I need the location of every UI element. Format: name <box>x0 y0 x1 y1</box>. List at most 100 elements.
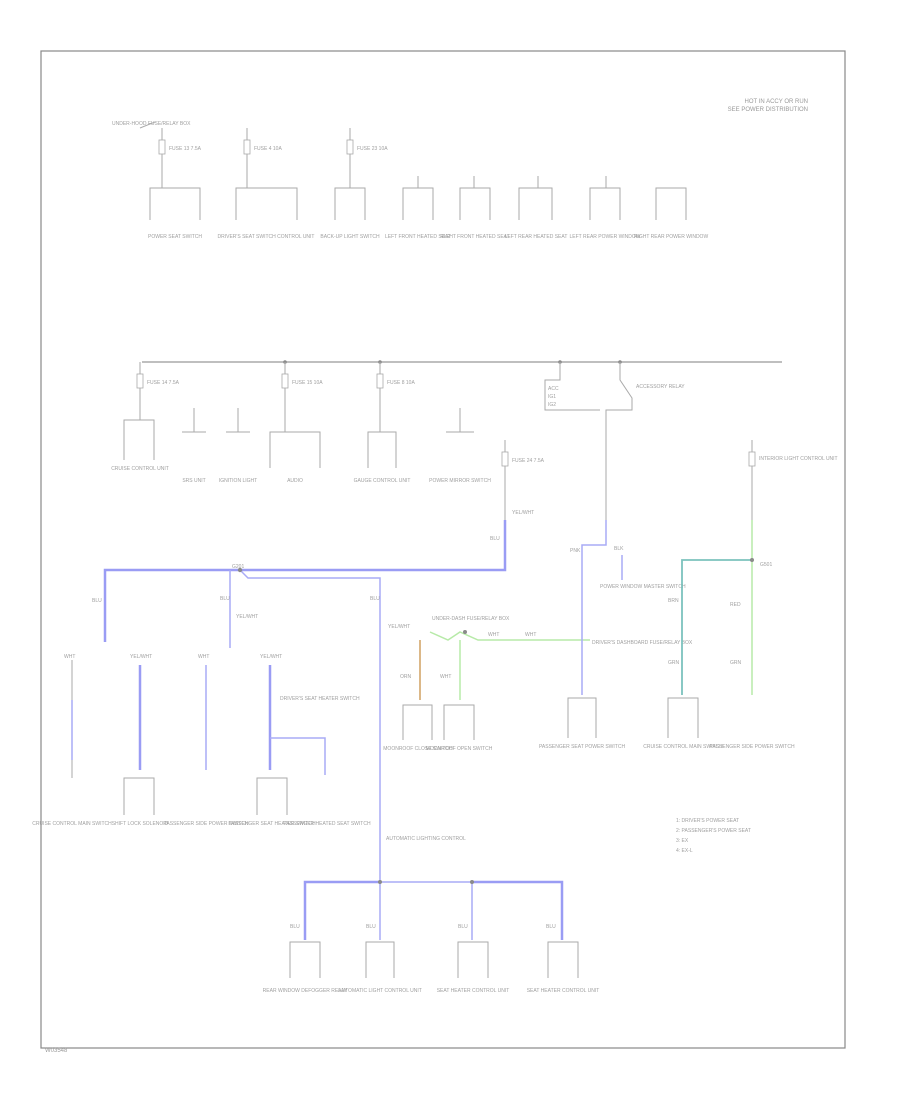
right-comp-box <box>567 697 597 738</box>
bottom-comp-box <box>365 941 395 978</box>
wire-label: YEL/WHT <box>130 654 152 660</box>
top-component-box <box>402 187 434 220</box>
top-fuse-3: FUSE 23 10A <box>357 146 388 152</box>
top-component-box <box>655 187 687 220</box>
lower-comp-label: SHIFT LOCK SOLENOID <box>112 821 169 827</box>
wire-label: BLK <box>614 546 624 552</box>
right-comp-label: PASSENGER SEAT POWER SWITCH <box>539 744 626 750</box>
relay-term-3: IG2 <box>548 402 556 408</box>
top-component-box <box>459 187 491 220</box>
wire-label: ORN <box>400 674 412 680</box>
wire-label: BLU <box>458 924 468 930</box>
lower-comp-label: PASSENGER SEAT HEATER SWITCH <box>228 821 316 827</box>
fuse-icon <box>136 373 144 389</box>
junction-box-right <box>443 704 475 740</box>
lower-comp-note: DRIVER'S SEAT HEATER SWITCH <box>280 696 360 702</box>
right-comp-label: CRUISE CONTROL MAIN SWITCH <box>643 744 723 750</box>
wire-label: WHT <box>440 674 451 680</box>
wire-label: BLU <box>92 598 102 604</box>
top-fuse-1: FUSE 13 7.5A <box>169 146 202 152</box>
note-2: 2: PASSENGER'S POWER SEAT <box>676 828 751 834</box>
top-fuse-2: FUSE 4 10A <box>254 146 282 152</box>
wire-label: WHT <box>488 632 499 638</box>
relay-term-2: IG1 <box>548 394 556 400</box>
wire-label: BLU <box>366 924 376 930</box>
bottom-comp-box <box>289 941 321 978</box>
mid-component-box <box>269 431 321 468</box>
junction-comp: MOONROOF CLOSE SWITCH <box>383 746 453 752</box>
green-wire <box>429 631 590 641</box>
wire-label: BLU <box>220 596 230 602</box>
right-comp-label: PASSENGER SIDE POWER SWITCH <box>709 744 795 750</box>
top-component-box <box>518 187 553 220</box>
top-comp-5: RIGHT FRONT HEATED SEAT <box>440 234 509 240</box>
mid-component-box <box>367 431 397 468</box>
blue-bottom-mid <box>380 881 473 940</box>
mid-fuse-4: FUSE 24 7.5A <box>512 458 545 464</box>
top-component-box <box>589 187 621 220</box>
fuse-icon <box>501 451 509 467</box>
bottom-comp-box <box>547 941 579 978</box>
top-comp-4: LEFT FRONT HEATED SEAT <box>385 234 451 240</box>
fuse-icon <box>748 451 756 467</box>
header-title-2: SEE POWER DISTRIBUTION <box>728 107 808 113</box>
top-component-box <box>235 187 298 220</box>
bottom-mid-label: AUTOMATIC LIGHTING CONTROL <box>386 836 466 842</box>
blue-bottom-right <box>472 880 564 940</box>
junction-area: UNDER-DASH FUSE/RELAY BOX WHT WHT ORN WH… <box>383 616 590 752</box>
blue-main-bus <box>103 520 507 642</box>
top-row: UNDER-HOOD FUSE/RELAY BOX FUSE 13 7.5A F… <box>112 121 708 240</box>
figure-id: W03548 <box>45 1048 68 1054</box>
top-comp-3: BACK-UP LIGHT SWITCH <box>320 234 380 240</box>
mid-component-box <box>123 419 155 460</box>
lower-comp-label: PASSENGER HEATED SEAT SWITCH <box>283 821 371 827</box>
wire-label: YEL/WHT <box>260 654 282 660</box>
junction-comp: MOONROOF OPEN SWITCH <box>426 746 493 752</box>
right-fuse-label: INTERIOR LIGHT CONTROL UNIT <box>759 456 838 462</box>
pw-label: POWER WINDOW MASTER SWITCH <box>600 584 686 590</box>
note-3: 3: EX <box>676 838 689 844</box>
wire-label: YEL/WHT <box>236 614 258 620</box>
wire-label: BLU <box>370 596 380 602</box>
fuse-icon <box>346 139 354 155</box>
top-component-box <box>149 187 201 220</box>
wire-label: WHT <box>525 632 536 638</box>
fuse-icon <box>376 373 384 389</box>
mid-fuse-1: FUSE 14 7.5A <box>147 380 180 386</box>
header-title-1: HOT IN ACCY OR RUN <box>745 99 808 105</box>
bottom-comp-1: REAR WINDOW DEFOGGER RELAY <box>263 988 348 994</box>
lower-comp-box <box>256 777 288 815</box>
mid-comp-4: AUDIO <box>287 478 303 484</box>
bottom-comp-box <box>457 941 489 978</box>
junction-box-left <box>402 704 433 740</box>
blue-branch <box>239 569 381 645</box>
wire-label: BLU <box>290 924 300 930</box>
wire-label: RED <box>730 602 741 608</box>
wire-label: YEL/WHT <box>512 510 534 516</box>
bottom-comp-2: AUTOMATIC LIGHT CONTROL UNIT <box>338 988 422 994</box>
mid-comp-6: POWER MIRROR SWITCH <box>429 478 491 484</box>
wire-label: WHT <box>64 654 75 660</box>
diagram-frame <box>40 50 846 1049</box>
blue-branch <box>270 737 326 775</box>
top-comp-6: LEFT REAR HEATED SEAT <box>505 234 568 240</box>
lower-left: WHT YEL/WHT WHT YEL/WHT CRUISE CONTROL M… <box>32 654 371 827</box>
note-4: 4: EX-L <box>676 848 693 854</box>
lower-comp-box <box>123 777 155 815</box>
wire-label: GRN <box>730 660 742 666</box>
fuse-icon <box>281 373 289 389</box>
source-arrow <box>139 121 156 129</box>
top-comp-2: DRIVER'S SEAT SWITCH CONTROL UNIT <box>218 234 315 240</box>
blue-harness: YEL/WHT BLU BLU G201 BLU YEL/WHT BLU YEL… <box>92 510 534 648</box>
top-comp-8: RIGHT REAR POWER WINDOW <box>634 234 709 240</box>
top-comp-1: POWER SEAT SWITCH <box>148 234 202 240</box>
lower-comp-label: PASSENGER SIDE POWER SWITCH <box>163 821 249 827</box>
right-cluster: PNK BLK DRIVER'S DASHBOARD FUSE/RELAY BO… <box>539 520 795 854</box>
blue-right-wire <box>581 520 607 695</box>
blue-bottom-left <box>303 880 380 940</box>
wire-label: WHT <box>198 654 209 660</box>
mid-comp-5: GAUGE CONTROL UNIT <box>354 478 411 484</box>
fuse-icon <box>243 139 251 155</box>
mid-comp-3: IGNITION LIGHT <box>219 478 257 484</box>
